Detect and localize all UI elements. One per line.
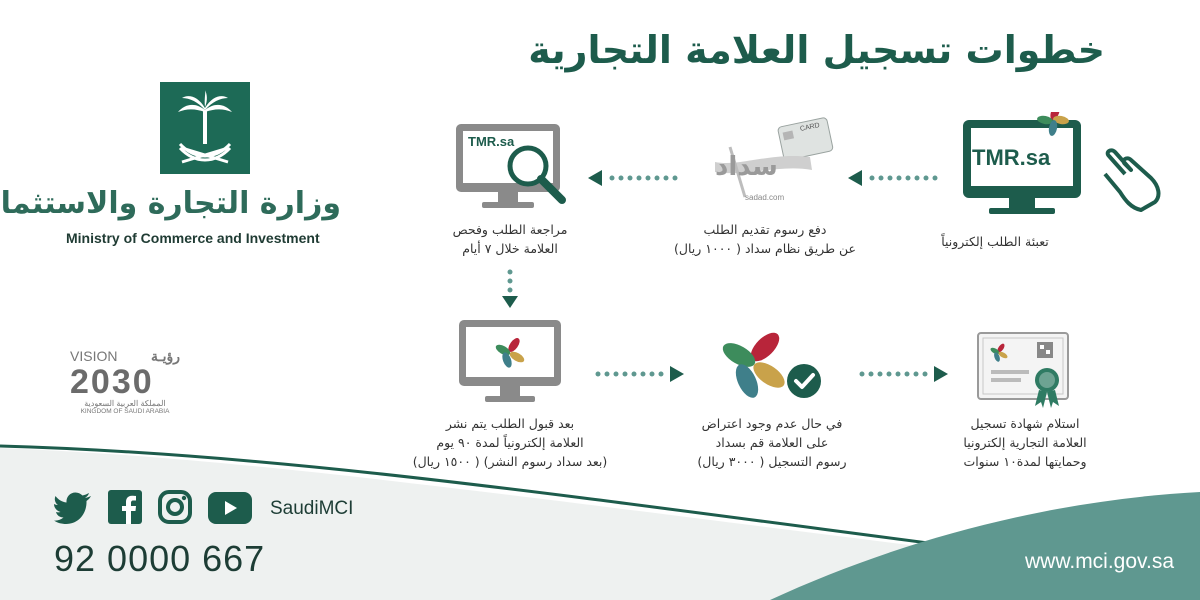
step3-caption: مراجعة الطلب وفحص العلامة خلال ٧ أيام	[452, 222, 568, 256]
arrow-step2-to-step3	[588, 170, 678, 186]
social-handle[interactable]: SaudiMCI	[270, 498, 354, 519]
arrow-step5-to-step6	[859, 366, 948, 382]
arrow-step1-to-step2	[848, 170, 938, 186]
step6-certificate-icon	[977, 332, 1069, 408]
step2-caption: دفع رسوم تقديم الطلب عن طريق نظام سداد (…	[674, 222, 856, 256]
step4-monitor-logo-icon	[459, 320, 561, 402]
step5-logo-check-icon	[722, 332, 821, 398]
instagram-icon[interactable]	[158, 490, 192, 524]
vision-2030-logo: VISION رؤيـة 2030 المملكة العربية السعود…	[70, 348, 180, 415]
website-link[interactable]: www.mci.gov.sa	[1025, 550, 1174, 573]
vision-kingdom-en: KINGDOM OF SAUDI ARABIA	[80, 408, 170, 415]
step2-sadad-card-icon	[715, 117, 834, 198]
step1-caption: تعبئة الطلب إلكترونياً	[941, 234, 1049, 249]
palm-swords-icon	[160, 82, 250, 174]
step1-screen-text: TMR.sa	[972, 145, 1051, 170]
step5-caption: في حال عدم وجود اعتراض على العلامة قم بس…	[697, 416, 847, 469]
ministry-emblem	[160, 82, 250, 174]
arrow-step3-to-step4	[502, 269, 518, 308]
phone-number[interactable]: 92 0000 667	[54, 538, 266, 579]
step3-monitor-magnifier-icon	[456, 124, 566, 208]
youtube-icon[interactable]	[208, 492, 252, 524]
vision-kingdom-ar: المملكة العربية السعودية	[84, 399, 166, 408]
vision-label-ar: رؤيـة	[150, 348, 180, 364]
step6-caption: استلام شهادة تسجيل العلامة التجارية إلكت…	[963, 416, 1087, 469]
vision-label-en: VISION	[70, 348, 118, 364]
step3-screen-text: TMR.sa	[468, 134, 515, 149]
page-title: خطوات تسجيل العلامة التجارية	[528, 28, 1105, 72]
arrow-step4-to-step5	[595, 366, 684, 382]
step2-sadad-domain: sadad.com	[745, 193, 785, 202]
ministry-name-arabic: وزارة التجارة والاستثمار	[0, 186, 341, 221]
step4-caption: بعد قبول الطلب يتم نشر العلامة إلكترونيا…	[412, 416, 608, 469]
step2-sadad-logo: سداد	[715, 152, 778, 182]
step1-monitor-icon	[963, 112, 1161, 214]
twitter-icon[interactable]	[54, 492, 92, 524]
ministry-name-english: Ministry of Commerce and Investment	[66, 230, 320, 246]
vision-year: 2030	[70, 363, 154, 401]
facebook-icon[interactable]	[108, 490, 142, 524]
